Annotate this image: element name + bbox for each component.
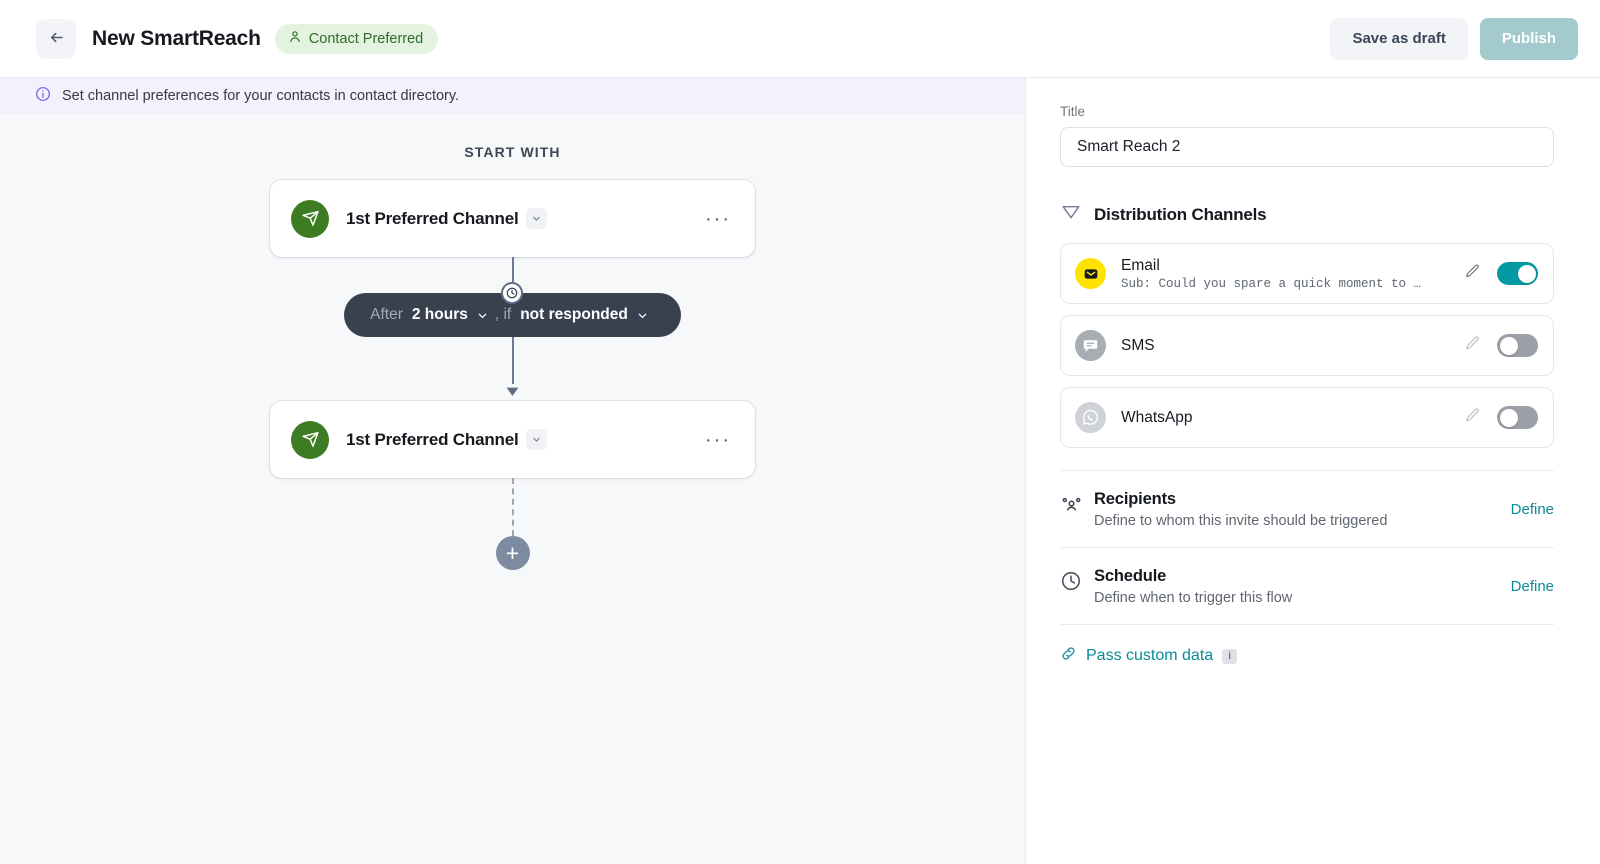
channel-sms-controls xyxy=(1464,334,1538,357)
flow-canvas[interactable]: START WITH 1st Preferred Channel xyxy=(0,114,1025,864)
delay-prefix-label: After xyxy=(370,306,403,323)
channel-email-text: Email Sub: Could you spare a quick momen… xyxy=(1121,256,1421,291)
recipients-text: Recipients Define to whom this invite sh… xyxy=(1094,490,1387,529)
delay-duration-value[interactable]: 2 hours xyxy=(411,306,468,323)
recipients-desc: Define to whom this invite should be tri… xyxy=(1094,513,1388,529)
schedule-row: Schedule Define when to trigger this flo… xyxy=(1060,548,1554,624)
delay-condition-chevron-down-icon[interactable] xyxy=(636,309,649,322)
people-icon xyxy=(1060,493,1086,521)
send-icon xyxy=(291,420,329,459)
back-button[interactable] xyxy=(36,18,76,59)
status-badge: Contact Preferred xyxy=(274,23,439,54)
channel-email-toggle[interactable] xyxy=(1497,262,1538,285)
link-icon xyxy=(1060,645,1077,667)
connector-top xyxy=(270,257,755,293)
send-icon xyxy=(291,199,329,238)
divider xyxy=(1060,470,1554,471)
pass-custom-data-link[interactable]: Pass custom data i xyxy=(1060,645,1554,667)
channel-email-name: Email xyxy=(1121,256,1160,274)
delay-condition-pill[interactable]: After 2 hours , if not responded xyxy=(344,282,681,337)
add-step-button[interactable]: + xyxy=(495,536,530,570)
main-body: Set channel preferences for your contact… xyxy=(0,78,1600,864)
schedule-define-link[interactable]: Define xyxy=(1510,578,1554,595)
whatsapp-icon xyxy=(1075,402,1106,433)
chevron-down-icon[interactable] xyxy=(526,208,548,229)
channel-card-email[interactable]: Email Sub: Could you spare a quick momen… xyxy=(1060,243,1554,304)
recipients-define-link[interactable]: Define xyxy=(1510,501,1554,518)
pencil-icon[interactable] xyxy=(1464,263,1481,285)
channel-card-sms[interactable]: SMS xyxy=(1060,315,1554,376)
flow-node-1[interactable]: 1st Preferred Channel ··· xyxy=(270,180,755,257)
flow-node-2[interactable]: 1st Preferred Channel ··· xyxy=(270,401,755,478)
delay-duration-chevron-down-icon[interactable] xyxy=(476,309,489,322)
info-banner-text: Set channel preferences for your contact… xyxy=(62,88,460,104)
publish-button[interactable]: Publish xyxy=(1479,17,1578,60)
channel-email-controls xyxy=(1464,262,1538,285)
settings-panel: Title Distribution Channels xyxy=(1026,78,1600,864)
channel-sms-name: SMS xyxy=(1121,336,1155,354)
email-icon xyxy=(1075,258,1106,289)
flow-canvas-panel: Set channel preferences for your contact… xyxy=(0,78,1026,864)
status-badge-label: Contact Preferred xyxy=(308,30,424,47)
pass-custom-data-label: Pass custom data xyxy=(1086,647,1214,664)
distribution-channels-title: Distribution Channels xyxy=(1094,204,1267,224)
pencil-icon[interactable] xyxy=(1464,407,1481,429)
page-title: New SmartReach xyxy=(92,26,261,50)
top-bar: New SmartReach Contact Preferred Save as… xyxy=(0,0,1600,78)
pencil-icon[interactable] xyxy=(1464,335,1481,357)
arrow-left-icon xyxy=(47,28,66,50)
chevron-down-icon[interactable] xyxy=(526,429,548,450)
arrow-down-icon xyxy=(506,383,519,401)
recipients-title: Recipients xyxy=(1094,490,1176,508)
flow-diagram: START WITH 1st Preferred Channel xyxy=(0,114,1025,570)
title-field-label: Title xyxy=(1060,104,1086,119)
save-as-draft-button[interactable]: Save as draft xyxy=(1330,17,1468,60)
clock-icon xyxy=(501,282,524,304)
recipients-row: Recipients Define to whom this invite sh… xyxy=(1060,471,1554,547)
schedule-desc: Define when to trigger this flow xyxy=(1094,590,1293,606)
topbar-actions: Save as draft Publish xyxy=(1330,17,1578,60)
schedule-text: Schedule Define when to trigger this flo… xyxy=(1094,567,1292,606)
info-tooltip-icon[interactable]: i xyxy=(1222,648,1238,664)
channel-sms-text: SMS xyxy=(1121,336,1155,355)
flow-node-2-label: 1st Preferred Channel xyxy=(346,429,519,449)
distribution-channels-header: Distribution Channels xyxy=(1060,201,1554,228)
sms-icon xyxy=(1075,330,1106,361)
send-outline-icon xyxy=(1060,201,1082,228)
clock-icon xyxy=(1060,570,1086,597)
connector-middle xyxy=(270,337,755,401)
flow-node-2-more-button[interactable]: ··· xyxy=(705,428,731,451)
flow-node-1-more-button[interactable]: ··· xyxy=(705,207,731,230)
channel-sms-toggle[interactable] xyxy=(1497,334,1538,357)
connector-bottom xyxy=(270,478,755,536)
channel-whatsapp-name: WhatsApp xyxy=(1121,408,1193,426)
flow-node-1-label: 1st Preferred Channel xyxy=(346,208,519,228)
info-banner: Set channel preferences for your contact… xyxy=(0,78,1025,114)
info-circle-icon xyxy=(35,86,51,106)
channel-card-whatsapp[interactable]: WhatsApp xyxy=(1060,387,1554,448)
schedule-title: Schedule xyxy=(1094,567,1167,585)
delay-separator-label: , if xyxy=(494,306,512,323)
channel-whatsapp-controls xyxy=(1464,406,1538,429)
title-input[interactable] xyxy=(1060,127,1554,167)
start-with-label: START WITH xyxy=(464,144,561,160)
channel-whatsapp-toggle[interactable] xyxy=(1497,406,1538,429)
user-icon xyxy=(288,29,302,48)
delay-condition-value[interactable]: not responded xyxy=(520,306,628,323)
channel-email-subject: Sub: Could you spare a quick moment to … xyxy=(1121,277,1422,292)
channel-whatsapp-text: WhatsApp xyxy=(1121,408,1193,427)
